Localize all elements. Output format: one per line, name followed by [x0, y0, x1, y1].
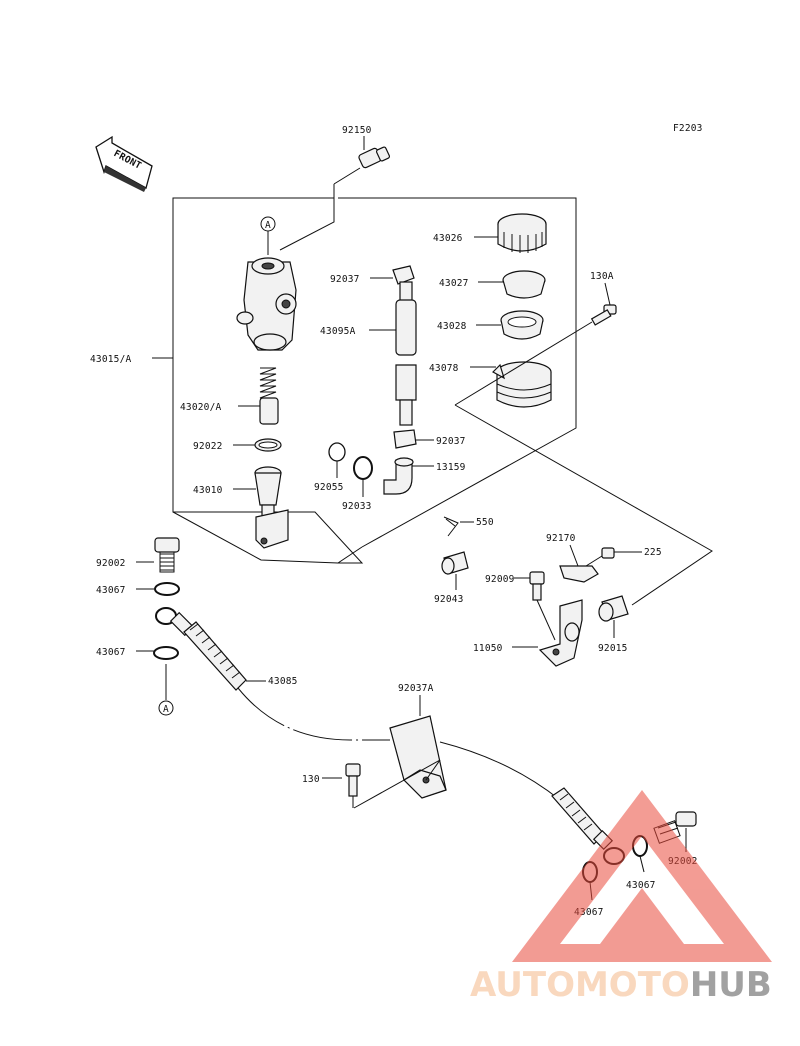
part-43067-washer-a: 43067: [96, 582, 180, 596]
label-92037a: 92037A: [398, 683, 434, 694]
label-92055: 92055: [314, 482, 344, 493]
label-92002-left: 92002: [96, 558, 126, 569]
assembly-boundary: [152, 167, 577, 564]
label-92037-top: 92037: [330, 274, 360, 285]
part-92043-pin: 92043: [434, 551, 469, 605]
callout-a-bottom: A: [158, 664, 174, 716]
part-92002-banjo-bolt-left: 92002: [96, 537, 180, 573]
part-92170-clip: 92170: [546, 533, 599, 583]
label-11050: 11050: [473, 643, 503, 654]
label-43028: 43028: [437, 321, 467, 332]
part-43078-reservoir: 43078: [429, 361, 552, 408]
label-92009: 92009: [485, 574, 515, 585]
master-cylinder-body: [236, 257, 297, 351]
part-43095a-hose: 43095A: [320, 281, 417, 426]
label-92037-mid: 92037: [436, 436, 466, 447]
label-225: 225: [644, 547, 662, 558]
label-43067-b: 43067: [96, 647, 126, 658]
part-130a-bolt: 130A: [454, 271, 713, 606]
part-130-bolt: 130: [302, 763, 361, 808]
svg-text:A: A: [265, 220, 271, 231]
part-11050-bracket: 11050: [473, 599, 583, 667]
part-43010-pushrod: 43010: [193, 466, 289, 549]
part-43085-hose: 43085: [155, 607, 561, 801]
automotohub-watermark: AUTOMOTOHUB: [470, 790, 772, 1005]
label-92015: 92015: [598, 643, 628, 654]
front-arrow-icon: FRONT: [95, 135, 153, 192]
label-43027: 43027: [439, 278, 469, 289]
watermark-text-part1: AUTOMOTO: [470, 965, 690, 1005]
label-43085: 43085: [268, 676, 298, 687]
part-92150-bleeder: 92150: [342, 125, 391, 169]
part-13159-fitting: 13159: [383, 457, 466, 495]
label-92170: 92170: [546, 533, 576, 544]
part-92015-bushing: 92015: [598, 595, 629, 654]
part-92037-clamp-mid: 92037: [393, 429, 466, 449]
svg-text:A: A: [163, 704, 169, 715]
figure-code: F2203: [673, 123, 703, 134]
part-43020a-spring: 43020/A: [180, 367, 279, 425]
label-92150: 92150: [342, 125, 372, 136]
label-92043: 92043: [434, 594, 464, 605]
label-43020a: 43020/A: [180, 402, 222, 413]
part-43026-reservoir-cap: 43026: [433, 213, 547, 253]
label-13159: 13159: [436, 462, 466, 473]
label-43078: 43078: [429, 363, 459, 374]
label-43067-d: 43067: [574, 907, 604, 918]
part-225-screw: 225: [585, 547, 662, 567]
part-43067-washer-b: 43067: [96, 646, 179, 660]
label-43095a: 43095A: [320, 326, 356, 337]
part-92037a-hose-guide: 92037A: [353, 683, 447, 809]
part-92022-circlip: 92022: [193, 438, 282, 452]
label-43026: 43026: [433, 233, 463, 244]
label-92022: 92022: [193, 441, 223, 452]
callout-a-top: A: [260, 216, 276, 255]
svg-text:AUTOMOTOHUB: AUTOMOTOHUB: [470, 965, 772, 1005]
part-92009-screw: 92009: [485, 571, 556, 641]
part-550-cotter-pin: 550: [443, 516, 494, 537]
label-43010: 43010: [193, 485, 223, 496]
part-43027-diaphragm: 43027: [439, 270, 546, 299]
watermark-triangle-icon: [512, 790, 772, 962]
label-130: 130: [302, 774, 320, 785]
part-92033-circlip: 92033: [342, 456, 373, 512]
label-43067-c: 43067: [626, 880, 656, 891]
label-43067-a: 43067: [96, 585, 126, 596]
part-43028-plate: 43028: [437, 310, 544, 340]
label-43015a: 43015/A: [90, 354, 132, 365]
label-550: 550: [476, 517, 494, 528]
label-92033: 92033: [342, 501, 372, 512]
part-92055-oring: 92055: [314, 442, 346, 493]
label-130a: 130A: [590, 271, 614, 282]
part-92037-clamp-top: 92037: [330, 265, 415, 285]
watermark-text-part2: HUB: [690, 965, 772, 1005]
